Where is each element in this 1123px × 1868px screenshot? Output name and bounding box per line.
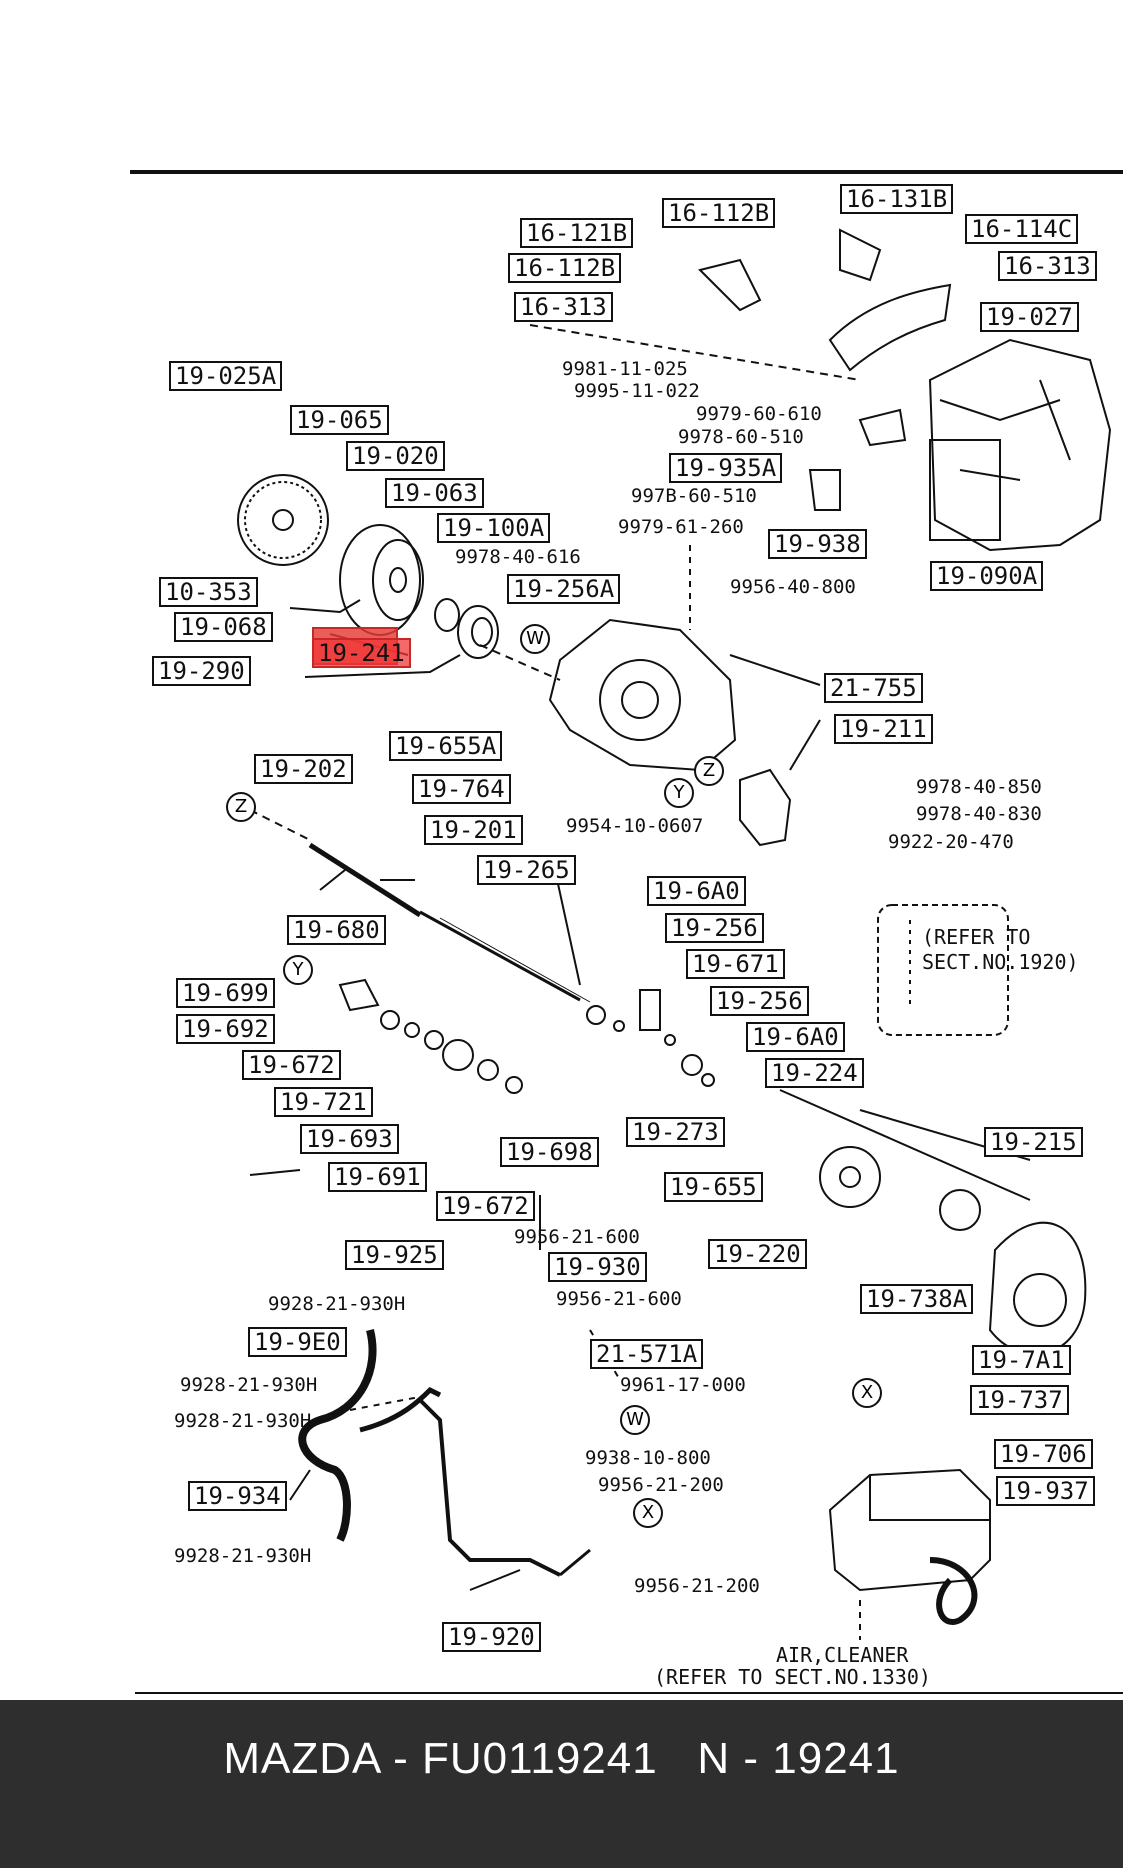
label-19-937: 19-937 — [996, 1476, 1095, 1506]
note-refer-1920-line1: (REFER TO — [922, 925, 1031, 949]
label-9995-11-022: 9995-11-022 — [574, 380, 700, 402]
label-9928-21-930H-d: 9928-21-930H — [174, 1545, 312, 1567]
label-19-672-b: 19-672 — [436, 1191, 535, 1221]
callout-w-upper: W — [520, 624, 550, 654]
label-16-313-right: 16-313 — [998, 251, 1097, 281]
label-16-112B-top: 16-112B — [662, 198, 776, 228]
label-9956-21-600-b: 9956-21-600 — [556, 1288, 682, 1310]
callout-z-right: Z — [694, 756, 724, 786]
label-9961-17-000: 9961-17-000 — [620, 1374, 746, 1396]
label-19-655A: 19-655A — [389, 731, 503, 761]
callout-x-right: X — [852, 1378, 882, 1408]
label-10-353: 10-353 — [159, 577, 258, 607]
label-19-920: 19-920 — [442, 1622, 541, 1652]
note-air-cleaner-line2: (REFER TO SECT.NO.1330) — [654, 1665, 931, 1689]
label-9981-11-025: 9981-11-025 — [562, 358, 688, 380]
label-19-698: 19-698 — [500, 1137, 599, 1167]
label-16-131B: 16-131B — [840, 184, 954, 214]
label-19-090A: 19-090A — [930, 561, 1044, 591]
label-19-027: 19-027 — [980, 302, 1079, 332]
label-19-672-a: 19-672 — [242, 1050, 341, 1080]
label-997B-60-510: 997B-60-510 — [631, 485, 757, 507]
label-16-114C: 16-114C — [965, 214, 1079, 244]
label-19-241-highlighted: 19-241 — [312, 638, 411, 668]
label-19-935A: 19-935A — [669, 453, 783, 483]
label-19-9E0: 19-9E0 — [248, 1327, 347, 1357]
label-19-655: 19-655 — [664, 1172, 763, 1202]
label-19-6A0-a: 19-6A0 — [647, 876, 746, 906]
footer-bar: MAZDA - FU0119241 N - 19241 — [0, 1700, 1123, 1868]
label-9979-60-610: 9979-60-610 — [696, 403, 822, 425]
label-9956-21-200-a: 9956-21-200 — [598, 1474, 724, 1496]
label-9928-21-930H-c: 9928-21-930H — [174, 1410, 312, 1432]
label-16-121B: 16-121B — [520, 218, 634, 248]
parts-diagram: 16-131B 16-112B 16-114C 16-121B 16-112B … — [130, 170, 1123, 1694]
label-19-671: 19-671 — [686, 949, 785, 979]
label-19-7A1: 19-7A1 — [972, 1345, 1071, 1375]
label-16-313-left: 16-313 — [514, 292, 613, 322]
label-19-930: 19-930 — [548, 1252, 647, 1282]
label-19-938: 19-938 — [768, 529, 867, 559]
label-9978-40-830: 9978-40-830 — [916, 803, 1042, 825]
label-9978-60-510: 9978-60-510 — [678, 426, 804, 448]
label-9956-40-800: 9956-40-800 — [730, 576, 856, 598]
label-9956-21-200-b: 9956-21-200 — [634, 1575, 760, 1597]
label-19-256-b: 19-256 — [710, 986, 809, 1016]
label-9928-21-930H-a: 9928-21-930H — [268, 1293, 406, 1315]
label-19-220: 19-220 — [708, 1239, 807, 1269]
label-19-063: 19-063 — [385, 478, 484, 508]
label-19-691: 19-691 — [328, 1162, 427, 1192]
label-19-692: 19-692 — [176, 1014, 275, 1044]
label-19-215: 19-215 — [984, 1127, 1083, 1157]
label-9954-10-0607: 9954-10-0607 — [566, 815, 704, 837]
label-19-934: 19-934 — [188, 1481, 287, 1511]
note-air-cleaner-line1: AIR,CLEANER — [776, 1643, 909, 1667]
label-19-680: 19-680 — [287, 915, 386, 945]
label-19-100A: 19-100A — [437, 513, 551, 543]
label-19-224: 19-224 — [765, 1058, 864, 1088]
label-9928-21-930H-b: 9928-21-930H — [180, 1374, 318, 1396]
label-19-020: 19-020 — [346, 441, 445, 471]
label-21-571A: 21-571A — [590, 1339, 704, 1369]
label-19-265: 19-265 — [477, 855, 576, 885]
label-19-737: 19-737 — [970, 1385, 1069, 1415]
callout-y-upper: Y — [664, 778, 694, 808]
label-9978-40-616: 9978-40-616 — [455, 546, 581, 568]
label-9978-40-850: 9978-40-850 — [916, 776, 1042, 798]
label-19-699: 19-699 — [176, 978, 275, 1008]
label-16-112B: 16-112B — [508, 253, 622, 283]
label-9979-61-260: 9979-61-260 — [618, 516, 744, 538]
label-19-068: 19-068 — [174, 612, 273, 642]
label-19-706: 19-706 — [994, 1439, 1093, 1469]
label-19-025A: 19-025A — [169, 361, 283, 391]
label-19-211: 19-211 — [834, 714, 933, 744]
callout-y-left: Y — [283, 955, 313, 985]
label-19-202: 19-202 — [254, 754, 353, 784]
label-9938-10-800: 9938-10-800 — [585, 1447, 711, 1469]
label-19-6A0-b: 19-6A0 — [746, 1022, 845, 1052]
callout-x-lower: X — [633, 1498, 663, 1528]
footer-part-number: MAZDA - FU0119241 N - 19241 — [223, 1734, 900, 1783]
label-19-273: 19-273 — [626, 1117, 725, 1147]
label-9922-20-470: 9922-20-470 — [888, 831, 1014, 853]
callout-z-left: Z — [226, 792, 256, 822]
label-21-755: 21-755 — [824, 673, 923, 703]
label-19-925: 19-925 — [345, 1240, 444, 1270]
label-19-256-a: 19-256 — [665, 913, 764, 943]
note-refer-1920-line2: SECT.NO.1920) — [922, 950, 1079, 974]
label-19-201: 19-201 — [424, 815, 523, 845]
label-19-693: 19-693 — [300, 1124, 399, 1154]
label-19-256A: 19-256A — [507, 574, 621, 604]
label-19-290: 19-290 — [152, 656, 251, 686]
label-19-065: 19-065 — [290, 405, 389, 435]
label-19-721: 19-721 — [274, 1087, 373, 1117]
label-19-738A: 19-738A — [860, 1284, 974, 1314]
callout-w-lower: W — [620, 1405, 650, 1435]
label-19-764: 19-764 — [412, 774, 511, 804]
label-9956-21-600-a: 9956-21-600 — [514, 1226, 640, 1248]
